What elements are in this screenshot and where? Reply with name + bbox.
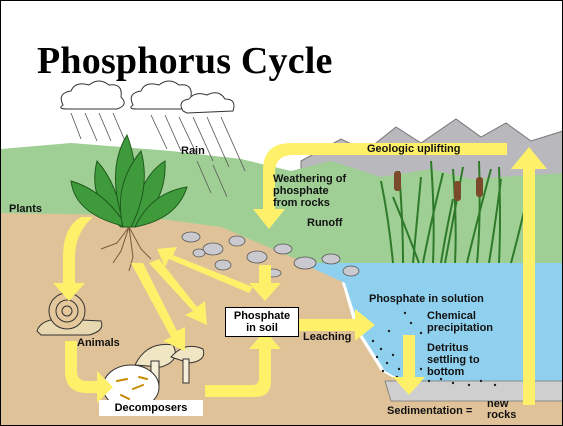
label-runoff: Runoff [307, 217, 342, 229]
phosphate-in-soil-box: Phosphate in soil [225, 307, 299, 337]
label-leaching: Leaching [303, 331, 351, 343]
decomposers-box: Decomposers [99, 400, 203, 416]
label-detritus-3: bottom [427, 366, 464, 378]
label-geologic-uplifting: Geologic uplifting [367, 143, 461, 155]
label-chemical-2: precipitation [427, 322, 493, 334]
label-weathering-3: from rocks [273, 197, 330, 209]
label-detritus-1: Detritus [427, 342, 469, 354]
label-phosphate-soil-2: in soil [230, 322, 294, 334]
cloud-left [61, 81, 124, 109]
label-detritus-2: settling to [427, 354, 480, 366]
label-chemical-1: Chemical [427, 310, 476, 322]
label-weathering-2: phosphate [273, 185, 329, 197]
label-phosphate-in-solution: Phosphate in solution [369, 293, 484, 305]
label-animals: Animals [77, 337, 120, 349]
label-decomposers: Decomposers [103, 402, 199, 414]
label-new-rocks-2: rocks [487, 409, 516, 421]
label-rain: Rain [181, 145, 205, 157]
label-plants: Plants [9, 203, 42, 215]
page-title: Phosphorus Cycle [37, 39, 333, 83]
label-weathering-1: Weathering of [273, 173, 346, 185]
cloud-right [131, 81, 234, 113]
label-phosphate-soil-1: Phosphate [230, 310, 294, 322]
label-sedimentation: Sedimentation = [387, 405, 472, 417]
